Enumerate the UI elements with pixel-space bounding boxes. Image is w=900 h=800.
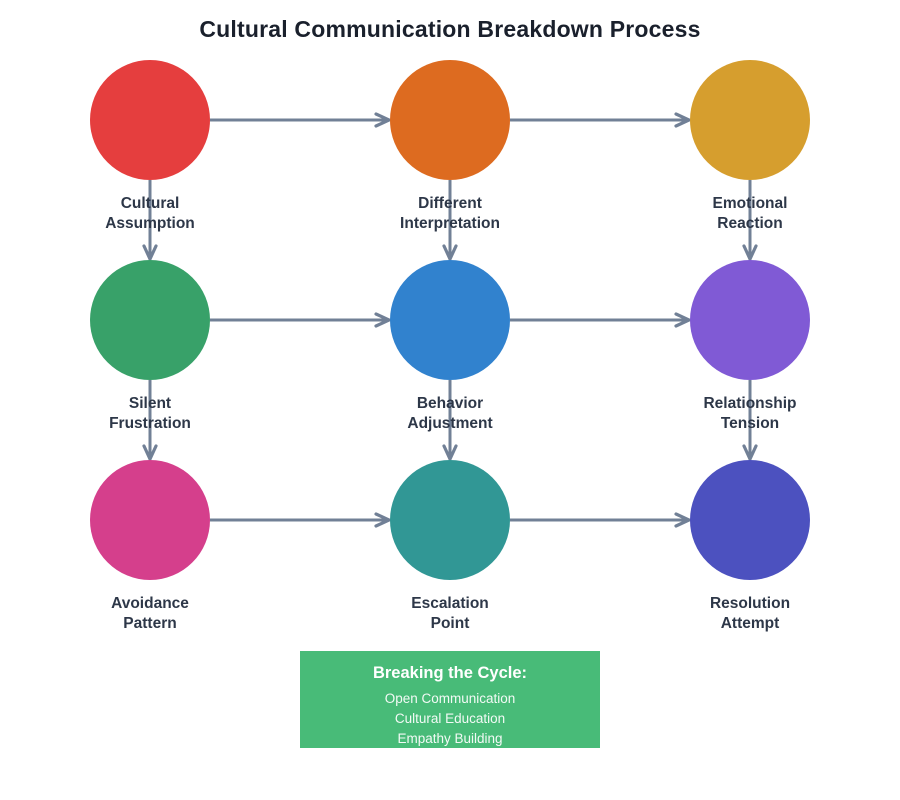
node-circle [690, 260, 810, 380]
breaking-cycle-box: Breaking the Cycle: Open Communication C… [300, 651, 600, 748]
node-cultural-assumption: Cultural Assumption [50, 60, 250, 234]
node-label: Cultural Assumption [105, 195, 195, 232]
cycle-box-item: Open Communication [384, 691, 516, 706]
node-circle [90, 60, 210, 180]
node-resolution-attempt: Resolution Attempt [650, 460, 850, 634]
cycle-box-title: Breaking the Cycle: [372, 664, 528, 682]
node-escalation-point: Escalation Point [350, 460, 550, 634]
node-label: Behavior Adjustment [407, 395, 493, 432]
node-label: Escalation Point [411, 595, 489, 632]
node-circle [690, 60, 810, 180]
node-circle [390, 460, 510, 580]
node-behavior-adjustment: Behavior Adjustment [350, 260, 550, 434]
node-circle [390, 260, 510, 380]
node-circle [90, 460, 210, 580]
node-label: Silent Frustration [109, 395, 191, 432]
node-label: Resolution Attempt [709, 595, 791, 632]
node-different-interpretation: Different Interpretation [350, 60, 550, 234]
node-relationship-tension: Relationship Tension [650, 260, 850, 434]
cycle-box-item: Cultural Education [394, 711, 506, 726]
node-circle [390, 60, 510, 180]
diagram-title: Cultural Communication Breakdown Process [199, 16, 701, 42]
node-emotional-reaction: Emotional Reaction [650, 60, 850, 234]
node-silent-frustration: Silent Frustration [50, 260, 250, 434]
cycle-box-item: Empathy Building [397, 731, 503, 746]
node-label: Different Interpretation [400, 195, 500, 232]
node-label: Emotional Reaction [712, 195, 788, 232]
node-circle [90, 260, 210, 380]
node-circle [690, 460, 810, 580]
node-label: Relationship Tension [703, 395, 797, 432]
cycle-box-items: Open Communication Cultural Education Em… [300, 689, 600, 749]
node-label: Avoidance Pattern [111, 595, 189, 632]
node-avoidance-pattern: Avoidance Pattern [50, 460, 250, 634]
